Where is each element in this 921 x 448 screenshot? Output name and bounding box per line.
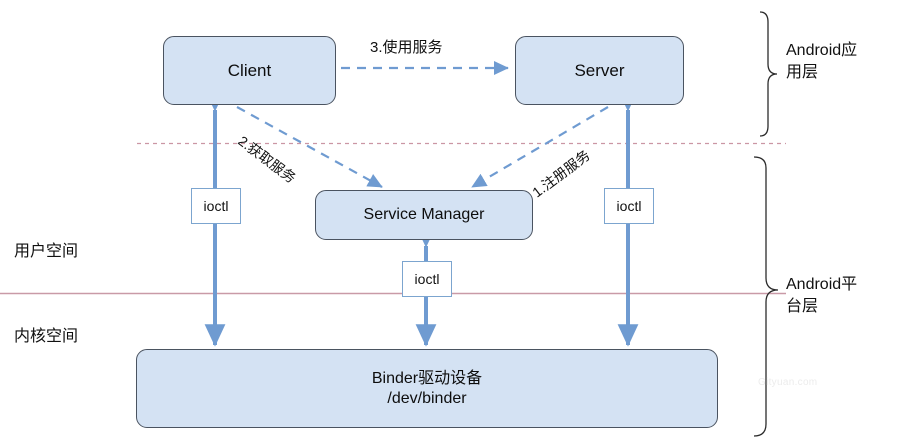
ioctl-chip-client-label: ioctl [203,198,229,214]
arrow-acquire-service [236,106,383,188]
node-client-label: Client [227,60,272,80]
node-service-manager[interactable]: Service Manager [315,190,533,240]
node-server-label: Server [574,60,625,80]
label-kernel-space: 内核空间 [14,328,79,345]
ioctl-chip-client[interactable]: ioctl [191,188,241,224]
node-service-manager-label: Service Manager [363,206,485,223]
node-binder-driver-label: Binder驱动设备 /dev/binder [371,369,483,407]
label-android-app-layer: Android应 用层 [786,42,858,81]
watermark: Gityuan.com [758,377,818,388]
bracket-app-layer [759,11,778,137]
label-user-space: 用户空间 [14,243,79,260]
ioctl-chip-server-label: ioctl [616,198,642,214]
node-client[interactable]: Client [163,36,336,105]
ioctl-chip-service-manager-label: ioctl [414,271,440,287]
node-server[interactable]: Server [515,36,684,105]
flow-label-use-service: 3.使用服务 [370,39,443,56]
node-binder-driver[interactable]: Binder驱动设备 /dev/binder [136,349,718,428]
ioctl-chip-service-manager[interactable]: ioctl [402,261,452,297]
label-android-platform-layer: Android平 台层 [786,276,858,315]
ioctl-chip-server[interactable]: ioctl [604,188,654,224]
bracket-platform-layer [753,156,779,437]
arrow-register-service [471,106,609,188]
